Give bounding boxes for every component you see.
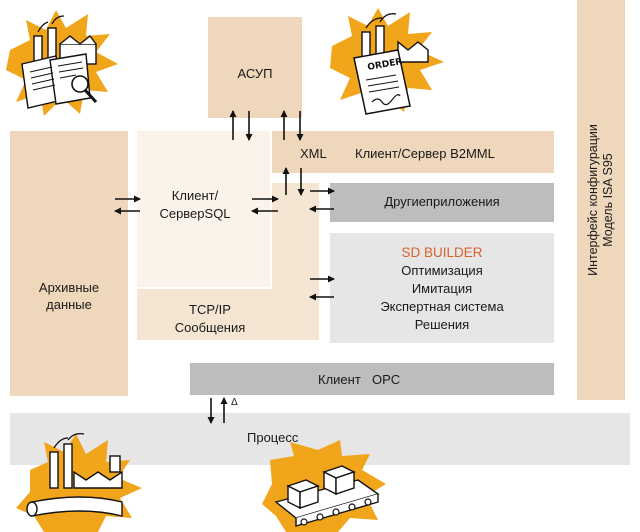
asup-label: АСУП	[237, 66, 273, 81]
sd-builder-title: SD BUILDER	[401, 245, 483, 260]
delta-symbol: Δ	[231, 397, 238, 408]
sql-block	[137, 131, 270, 287]
archive-label-1: Архивные	[38, 280, 100, 295]
tcpip-label: TCP/IP	[189, 302, 231, 317]
conveyor-boxes-icon	[262, 440, 386, 532]
asup-block	[208, 17, 302, 118]
sd-builder-block	[330, 233, 554, 343]
xml-label: XML	[300, 146, 327, 161]
opc-block	[190, 363, 554, 395]
b2mml-block	[272, 131, 554, 173]
process-label: Процесс	[247, 430, 299, 445]
tcpip-block	[137, 289, 319, 340]
archive-label-2: данные	[46, 297, 92, 312]
other-apps-label: Другиеприложения	[384, 194, 500, 209]
sql-server-label: СерверSQL	[159, 206, 231, 221]
opc-client-label: Клиент	[318, 372, 361, 387]
sql-client-label: Клиент/	[171, 188, 219, 203]
sd-line-optimization: Оптимизация	[401, 263, 483, 278]
order-icon: ORDER	[330, 8, 444, 115]
b2mml-label: Клиент/Сервер B2MML	[355, 146, 495, 161]
messages-label: Сообщения	[174, 320, 246, 335]
sd-line-simulation: Имитация	[411, 281, 473, 296]
opc-label: OPC	[372, 372, 401, 387]
factory-documents-icon	[6, 10, 118, 116]
other-apps-block	[330, 183, 554, 222]
archive-block	[10, 131, 128, 396]
sd-line-decisions: Решения	[414, 317, 470, 332]
sd-line-expert-system: Экспертная система	[380, 299, 504, 314]
factory-pipeline-icon	[16, 432, 142, 532]
